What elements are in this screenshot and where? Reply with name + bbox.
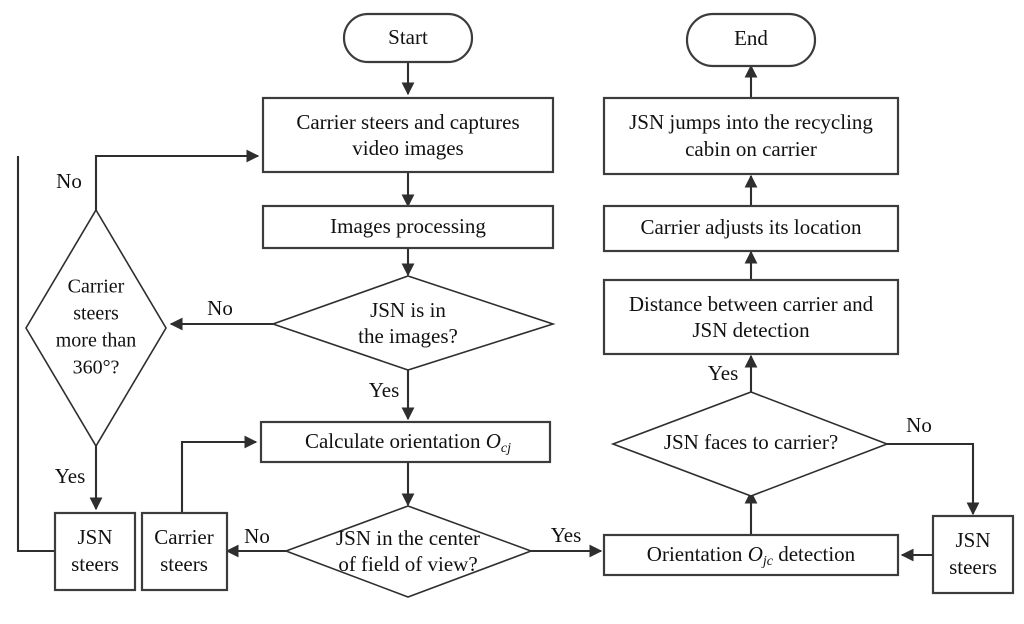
node-jsn-faces-carrier[interactable]: JSN faces to carrier?	[610, 391, 890, 497]
node-distance-detection-line2: JSN detection	[692, 318, 810, 342]
node-calculate-orientation-symbol: O	[486, 429, 501, 453]
node-jsn-steers-right-line1: JSN	[955, 528, 990, 552]
node-orientation-detection-label: Orientation Ojc detection	[647, 542, 856, 569]
node-images-processing[interactable]: Images processing	[261, 204, 555, 250]
node-distance-detection[interactable]: Distance between carrier and JSN detecti…	[602, 278, 900, 356]
edge-label-no-fov-to-carrier-steers: No	[244, 524, 270, 548]
node-calculate-orientation[interactable]: Calculate orientation Ocj	[259, 420, 552, 464]
node-jsn-center-fov-line1: JSN in the center	[336, 526, 480, 550]
node-jsn-jumps[interactable]: JSN jumps into the recycling cabin on ca…	[602, 96, 900, 176]
node-start[interactable]: Start	[342, 12, 474, 64]
node-images-processing-label: Images processing	[330, 214, 486, 238]
node-end[interactable]: End	[685, 12, 817, 68]
node-carrier-360-line2: steers	[73, 303, 119, 325]
edge-label-yes-fov-to-orientation: Yes	[551, 523, 582, 547]
node-jsn-center-fov-line2: of field of view?	[338, 552, 477, 576]
node-end-label: End	[734, 26, 768, 50]
node-jsn-jumps-line2: cabin on carrier	[685, 137, 817, 161]
node-orientation-detection[interactable]: Orientation Ojc detection	[602, 533, 900, 577]
node-calculate-orientation-label: Calculate orientation Ocj	[305, 429, 511, 456]
edge-jsn-steers-left-loop	[16, 156, 55, 553]
node-orientation-detection-subscript: jc	[761, 554, 774, 569]
edge-label-yes-360-to-jsn-steers: Yes	[55, 464, 86, 488]
node-carrier-360-line4: 360°?	[73, 357, 120, 379]
node-carrier-360-line3: more than	[56, 330, 137, 352]
node-jsn-steers-left[interactable]: JSN steers	[53, 511, 137, 592]
node-carrier-adjusts-label: Carrier adjusts its location	[640, 215, 862, 239]
edge-faces-no-to-jsn-steers-right	[887, 442, 980, 516]
node-jsn-in-images[interactable]: JSN is in the images?	[270, 275, 556, 371]
node-orientation-detection-symbol: O	[748, 542, 763, 566]
node-jsn-center-fov[interactable]: JSN in the center of field of view?	[283, 505, 534, 598]
edge-label-no-top-left: No	[56, 169, 82, 193]
node-orientation-detection-suffix: detection	[773, 542, 856, 566]
edge-label-no-faces-to-jsn-steers: No	[906, 413, 932, 437]
node-jsn-jumps-line1: JSN jumps into the recycling	[629, 110, 873, 134]
edge-label-yes-images-to-calc: Yes	[369, 378, 400, 402]
edge-360-no-to-capture	[94, 149, 260, 210]
node-carrier-steers-left-line1: Carrier	[154, 525, 213, 549]
node-calculate-orientation-prefix: Calculate orientation	[305, 429, 486, 453]
node-carrier-capture-line2: video images	[352, 136, 463, 160]
node-jsn-steers-right[interactable]: JSN steers	[931, 514, 1015, 595]
node-jsn-in-images-line2: the images?	[358, 324, 458, 348]
node-carrier-360[interactable]: Carrier steers more than 360°?	[25, 208, 167, 448]
node-start-label: Start	[388, 25, 428, 49]
node-carrier-capture-line1: Carrier steers and captures	[296, 110, 519, 134]
node-carrier-capture[interactable]: Carrier steers and captures video images	[261, 96, 555, 174]
edge-layer	[16, 62, 980, 562]
edge-carrier-steers-to-calc	[180, 435, 258, 513]
node-distance-detection-line1: Distance between carrier and	[629, 292, 874, 316]
edge-label-layer: No No Yes Yes No Yes No Yes	[55, 169, 932, 548]
node-jsn-in-images-line1: JSN is in	[370, 298, 446, 322]
node-orientation-detection-prefix: Orientation	[647, 542, 748, 566]
node-calculate-orientation-subscript: cj	[501, 441, 511, 456]
node-jsn-faces-carrier-label: JSN faces to carrier?	[664, 430, 838, 454]
node-jsn-steers-left-line2: steers	[71, 552, 119, 576]
node-carrier-steers-left-line2: steers	[160, 552, 208, 576]
node-jsn-steers-left-line1: JSN	[77, 525, 112, 549]
node-carrier-adjusts[interactable]: Carrier adjusts its location	[602, 204, 900, 253]
edge-label-yes-faces-to-distance: Yes	[708, 361, 739, 385]
node-carrier-360-line1: Carrier	[68, 276, 125, 298]
edge-label-no-images-to-360: No	[207, 296, 233, 320]
node-jsn-steers-right-line2: steers	[949, 555, 997, 579]
node-carrier-steers-left[interactable]: Carrier steers	[140, 511, 229, 592]
